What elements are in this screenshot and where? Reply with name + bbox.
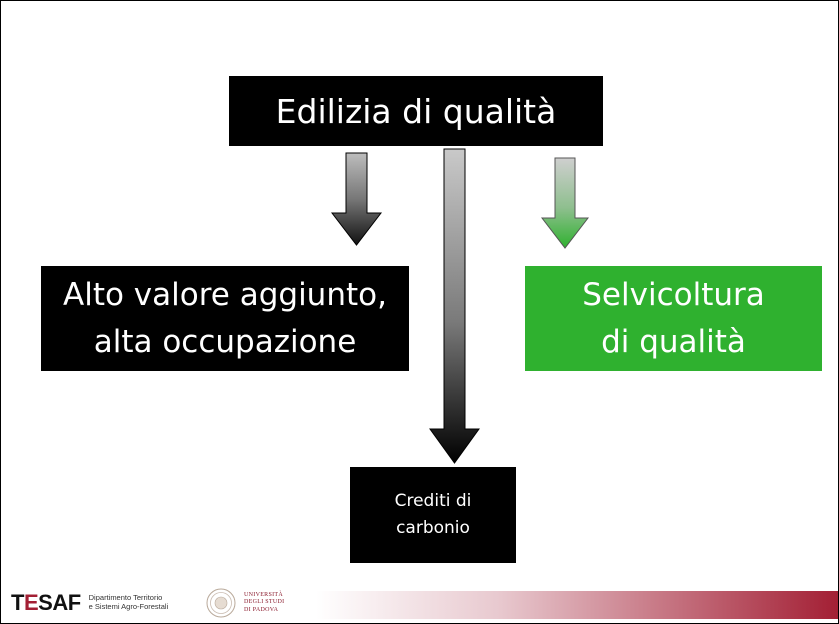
right-box: Selvicoltura di qualità [525, 266, 822, 371]
tesaf-wordmark: TESAF [11, 590, 81, 615]
footer: TESAF Dipartimento Territorio e Sistemi … [1, 583, 838, 623]
arrow-to-right-box [540, 157, 590, 249]
footer-color-band [316, 591, 838, 619]
unipd-logo: UNIVERSITÀ DEGLI STUDI DI PADOVA [206, 587, 284, 619]
left-box-line1: Alto valore aggiunto, [63, 277, 387, 313]
tesaf-logo: TESAF Dipartimento Territorio e Sistemi … [11, 589, 168, 617]
arrow-to-left-box [330, 152, 383, 246]
left-box: Alto valore aggiunto, alta occupazione [41, 266, 409, 371]
arrows-layer [330, 148, 590, 464]
title-box: Edilizia di qualità [229, 76, 603, 146]
right-box-line2: di qualità [601, 323, 746, 360]
bottom-box-line1: Crediti di [394, 490, 472, 511]
unipd-text: UNIVERSITÀ DEGLI STUDI DI PADOVA [244, 591, 285, 613]
tesaf-department-text: Dipartimento Territorio e Sistemi Agro-F… [88, 593, 169, 611]
title-text: Edilizia di qualità [275, 91, 557, 131]
right-box-line1: Selvicoltura [582, 277, 765, 313]
left-box-line2: alta occupazione [93, 323, 357, 360]
bottom-box: Crediti di carbonio [350, 467, 516, 563]
bottom-box-line2: carbonio [396, 518, 470, 538]
university-seal-icon [206, 588, 236, 618]
arrow-to-bottom-box [429, 148, 480, 464]
